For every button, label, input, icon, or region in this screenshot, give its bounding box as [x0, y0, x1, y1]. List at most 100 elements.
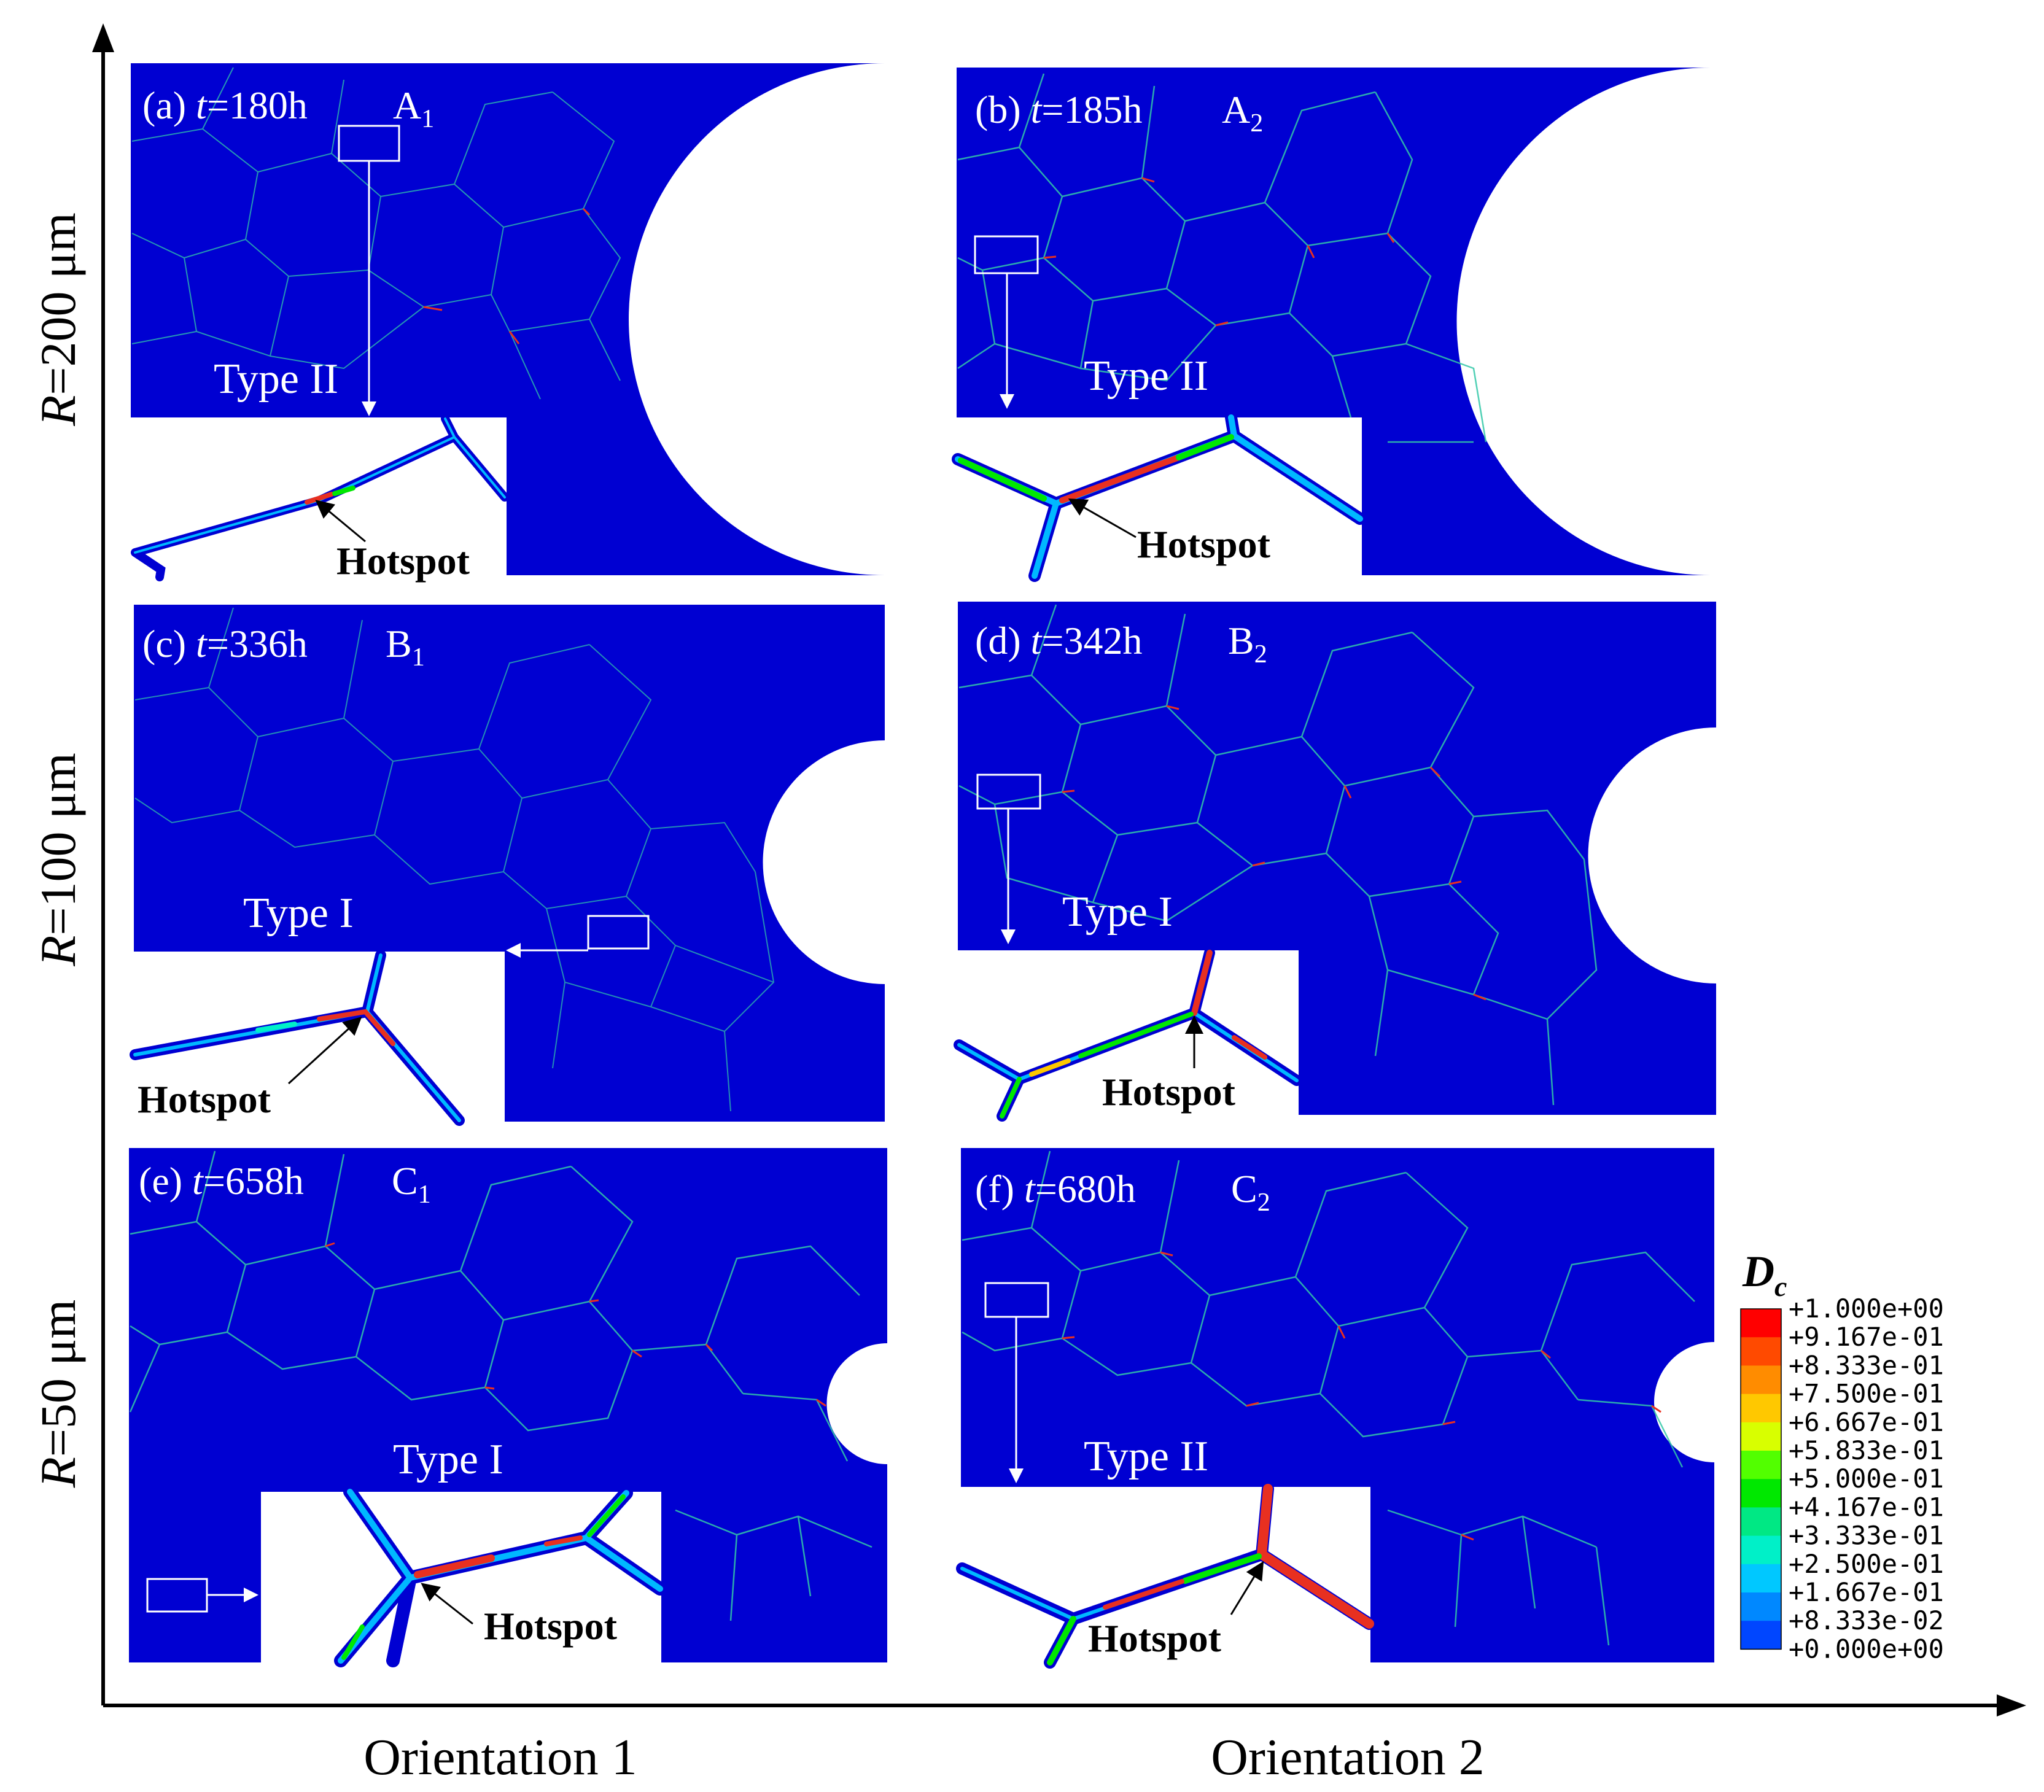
panel-d-labels: (d) t=342h B2 Type I Hotspot: [975, 619, 1267, 1114]
row-label-r200: R=200 μm: [30, 212, 86, 427]
panel-e-hotspot: Hotspot: [484, 1604, 618, 1648]
panel-b-hotspot-arrow: [1068, 498, 1137, 538]
grain-network-d: [958, 604, 1598, 1106]
panel-b: [952, 68, 1711, 582]
column-label-orientation-2: Orientation 2: [1211, 1729, 1485, 1786]
crack-d: [1062, 705, 1486, 1001]
inset-network-f: [956, 1483, 1375, 1669]
legend-swatch: [1741, 1365, 1781, 1395]
panel-c-type: Type I: [243, 890, 354, 937]
specimen-a: [131, 63, 885, 575]
panel-c-title: (c) t=336h: [142, 622, 308, 665]
horizontal-axis-arrowhead: [1997, 1694, 2026, 1716]
panel-e-title: (e) t=658h: [139, 1159, 304, 1203]
legend-value: +5.833e-01: [1789, 1435, 1944, 1465]
panel-d-hotspot: Hotspot: [1102, 1070, 1236, 1114]
legend-swatch: [1741, 1337, 1781, 1366]
panel-f-hotspot: Hotspot: [1088, 1616, 1222, 1660]
figure-axes: [92, 23, 2026, 1716]
legend-value: +4.167e-01: [1789, 1492, 1944, 1522]
panel-b-hotspot: Hotspot: [1137, 522, 1271, 566]
grain-network-a: [131, 67, 621, 400]
panel-a: [131, 63, 885, 581]
panel-d-point: B2: [1228, 619, 1267, 669]
panel-a-point: A1: [393, 83, 434, 133]
panel-c-labels: (c) t=336h B1 Type I Hotspot: [138, 622, 425, 1121]
legend-swatch: [1741, 1507, 1781, 1537]
damage-legend: Dc +1.000e+00+9.167e-01+8.333e-01+7.500e…: [1740, 1247, 1944, 1664]
specimen-e: [129, 1148, 887, 1662]
panel-a-type: Type II: [214, 355, 338, 403]
vertical-axis-arrowhead: [92, 23, 114, 52]
specimen-d: [958, 602, 1716, 1115]
panel-e-point: C1: [392, 1159, 431, 1209]
panel-b-labels: (b) t=185h A2 Type II Hotspot: [975, 88, 1271, 566]
legend-swatch: [1741, 1451, 1781, 1480]
inset-network-d: [954, 947, 1302, 1122]
panel-c-point: B1: [386, 622, 425, 672]
panel-a-title: (a) t=180h: [142, 83, 308, 127]
legend-swatch: [1741, 1309, 1781, 1338]
crack-f: [1062, 1251, 1661, 1541]
legend-value: +5.000e-01: [1789, 1464, 1944, 1494]
panel-b-type: Type II: [1084, 352, 1208, 400]
panel-c: [130, 605, 885, 1126]
panel-a-hotspot: Hotspot: [336, 539, 470, 583]
inset-network-c: [130, 950, 465, 1126]
panel-a-hotspot-arrow: [315, 500, 366, 543]
row-label-r50: R=50 μm: [30, 1300, 86, 1489]
row-label-r100: R=100 μm: [30, 753, 86, 967]
column-label-orientation-1: Orientation 1: [363, 1729, 637, 1786]
zoom-box-c: [587, 915, 650, 950]
panel-c-hotspot-arrow: [287, 1016, 362, 1085]
crack-e: [325, 1242, 826, 1407]
legend-swatch: [1741, 1621, 1781, 1650]
legend-value: +8.333e-01: [1789, 1350, 1944, 1380]
panel-e-type: Type I: [393, 1436, 503, 1483]
panel-f-labels: (f) t=680h C2 Type II Hotspot: [975, 1167, 1270, 1660]
legend-value: +1.667e-01: [1789, 1577, 1944, 1607]
panel-b-title: (b) t=185h: [975, 88, 1143, 131]
grain-network-c: [134, 607, 775, 1112]
legend-swatch: [1741, 1422, 1781, 1451]
panel-f: [956, 1148, 1714, 1669]
legend-value: +7.500e-01: [1789, 1379, 1944, 1409]
legend-value: +6.667e-01: [1789, 1407, 1944, 1437]
legend-swatch: [1741, 1479, 1781, 1508]
crack-a: [423, 208, 591, 344]
panel-f-hotspot-arrow: [1230, 1561, 1264, 1615]
legend-swatch: [1741, 1394, 1781, 1423]
inset-b: [957, 417, 1362, 577]
crack-b: [1043, 177, 1395, 327]
legend-swatch: [1741, 1535, 1781, 1565]
panel-d-type: Type I: [1062, 888, 1173, 936]
panel-e-labels: (e) t=658h C1 Type I Hotspot: [139, 1159, 618, 1648]
legend-title: Dc: [1742, 1247, 1787, 1302]
grain-network-b: [957, 73, 1487, 443]
panel-c-hotspot: Hotspot: [138, 1077, 271, 1121]
panel-f-point: C2: [1231, 1167, 1270, 1217]
legend-swatch: [1741, 1564, 1781, 1593]
panel-d: [954, 602, 1716, 1122]
legend-swatches: [1740, 1308, 1782, 1650]
legend-swatch: [1741, 1592, 1781, 1621]
legend-value: +2.500e-01: [1789, 1549, 1944, 1579]
legend-values: +1.000e+00+9.167e-01+8.333e-01+7.500e-01…: [1789, 1294, 1944, 1664]
legend-value: +0.000e+00: [1789, 1634, 1944, 1664]
panel-e: [129, 1148, 887, 1667]
inset-network-e: [334, 1485, 667, 1667]
panel-b-point: A2: [1222, 88, 1263, 138]
legend-frame: [1740, 1308, 1782, 1650]
legend-value: +1.000e+00: [1789, 1294, 1944, 1324]
inset-network-b: [952, 411, 1366, 582]
legend-value: +9.167e-01: [1789, 1322, 1944, 1352]
panel-d-title: (d) t=342h: [975, 619, 1143, 662]
legend-value: +3.333e-01: [1789, 1521, 1944, 1551]
specimen-f: [961, 1148, 1714, 1662]
panel-f-type: Type II: [1084, 1433, 1208, 1480]
panel-e-hotspot-arrow: [421, 1583, 473, 1625]
legend-value: +8.333e-02: [1789, 1605, 1944, 1635]
panel-f-title: (f) t=680h: [975, 1167, 1136, 1211]
specimen-c: [134, 605, 885, 1122]
